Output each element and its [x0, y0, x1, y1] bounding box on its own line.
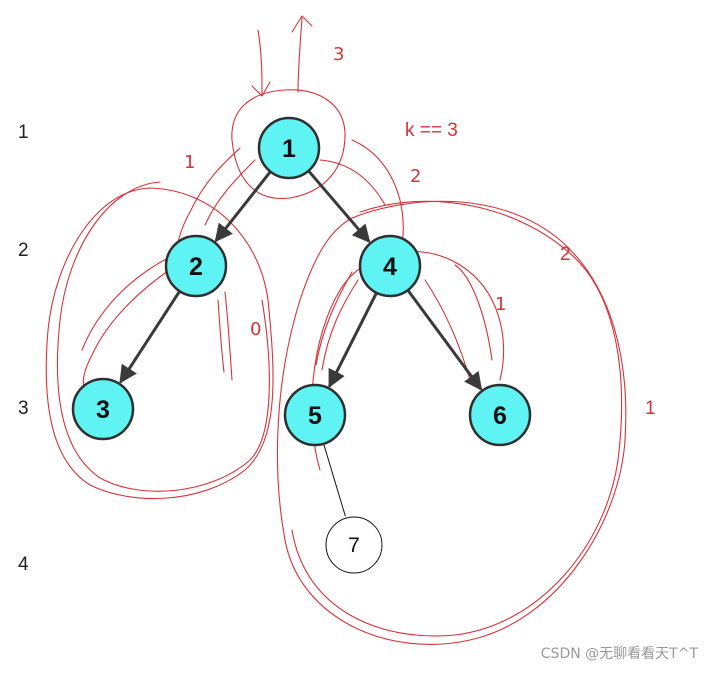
- edge-1-to-4: [307, 169, 371, 244]
- left-stroke-b: [81, 257, 169, 351]
- top-up-stroke-head: [291, 15, 313, 33]
- watermark: CSDN @无聊看看天T^T: [540, 646, 698, 662]
- edge-5-to-7: [323, 443, 346, 517]
- left-stroke-a: [82, 267, 173, 391]
- tree-node-7: 7: [325, 516, 383, 574]
- root-to-right-stroke: [351, 139, 404, 245]
- tree-node-label: 1: [282, 135, 296, 163]
- tree-node-circle: [71, 377, 135, 441]
- level-label-1: 1: [18, 122, 29, 143]
- tree-node-2: 2: [164, 234, 228, 298]
- left-subtree-outline-2: [56, 181, 270, 492]
- tree-node-circle: [468, 383, 532, 447]
- tree-node-circle: [358, 234, 422, 298]
- edge-4-to-6: [406, 289, 483, 391]
- left-subtree-outline: [45, 187, 274, 500]
- left-stroke-d: [217, 299, 225, 373]
- tree-node-label: 5: [308, 402, 322, 430]
- outer-number: 1: [645, 398, 656, 419]
- right-stroke-a: [321, 279, 359, 371]
- level-label-2: 2: [18, 240, 29, 261]
- handwritten-note-1a: 1: [184, 152, 195, 173]
- handwritten-note-3: 3: [333, 44, 344, 65]
- edge-4-to-5: [328, 292, 378, 389]
- right-subtree-outline-2: [291, 200, 623, 637]
- root-to-right-stroke-2: [319, 159, 386, 206]
- edge-2-to-3: [119, 290, 181, 384]
- tree-node-circle: [283, 383, 347, 447]
- nodes: 1 2 3 4 5 6 7: [71, 116, 532, 574]
- right-stroke-b: [315, 271, 353, 366]
- tree-node-3: 3: [71, 377, 135, 441]
- tree-node-label: 3: [96, 396, 110, 424]
- top-down-stroke-head: [251, 81, 271, 97]
- tree-node-circle: [164, 234, 228, 298]
- left-stroke-c: [224, 291, 233, 381]
- edges: [119, 169, 483, 517]
- top-up-stroke: [297, 17, 303, 93]
- annotation-scribbles: [45, 15, 627, 645]
- top-down-stroke: [257, 29, 263, 96]
- right-subtree-outline: [276, 200, 627, 645]
- tree-node-4: 4: [358, 234, 422, 298]
- tree-node-label: 2: [189, 253, 203, 281]
- edge-1-to-2: [214, 170, 272, 243]
- handwritten-note-1b: 1: [495, 294, 506, 315]
- tree-node-label: 7: [348, 534, 360, 557]
- tree-node-6: 6: [468, 383, 532, 447]
- root-to-left-stroke-2: [204, 159, 256, 226]
- right-stroke-d: [454, 264, 493, 361]
- tree-node-circle: [257, 116, 321, 180]
- tree-node-label: 4: [383, 253, 397, 281]
- tree-node-1: 1: [257, 116, 321, 180]
- right-subtree-number: 2: [560, 244, 571, 265]
- tree-node-circle: [325, 516, 383, 574]
- root-to-left-stroke: [175, 147, 241, 253]
- annotations: k == 3 2 1 3 2 1 1 0: [184, 44, 656, 419]
- tree-node-label: 6: [493, 402, 507, 430]
- handwritten-note-2: 2: [410, 166, 421, 187]
- handwritten-note-0: 0: [250, 319, 261, 340]
- tree-node-5: 5: [283, 383, 347, 447]
- root-outline: [231, 89, 346, 200]
- level-label-4: 4: [18, 554, 29, 575]
- level-labels: 1 2 3 4: [18, 122, 29, 575]
- level-label-3: 3: [18, 398, 29, 419]
- k-equals-label: k == 3: [405, 120, 458, 141]
